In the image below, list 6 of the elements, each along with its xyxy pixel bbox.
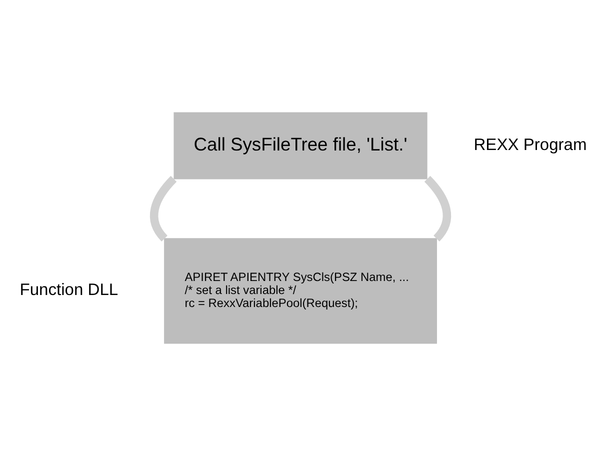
connector — [150, 176, 177, 241]
node-box: Call SysFileTree file, 'List.' — [174, 112, 428, 179]
node-label: Function DLL — [20, 279, 118, 298]
node-box: APIRET APIENTRY SysCls(PSZ Name, ... /* set a list variable */ rc = RexxVariablePool(Request); — [164, 238, 437, 344]
node-label: REXX Program — [474, 134, 587, 154]
connector — [424, 176, 452, 241]
